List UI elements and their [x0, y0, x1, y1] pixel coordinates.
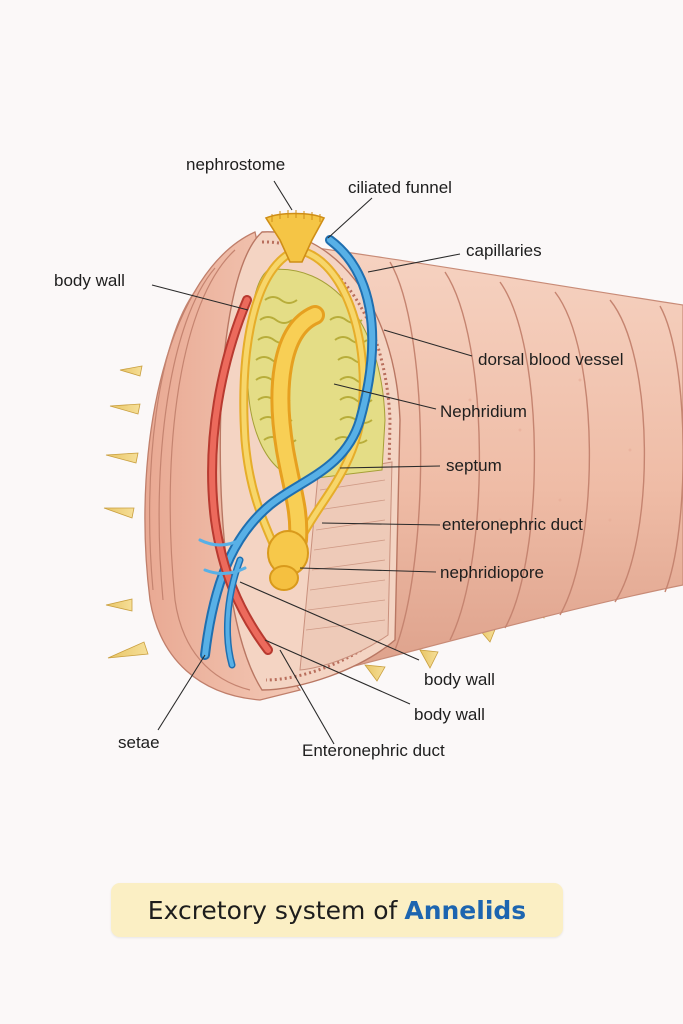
label-body-wall-top: body wall [54, 271, 125, 290]
label-nephridiopore: nephridiopore [440, 563, 544, 582]
leader-lines [151, 180, 473, 745]
label-ciliated-funnel: ciliated funnel [348, 178, 452, 197]
caption-text: Excretory system of [147, 895, 398, 925]
label-nephrostome: nephrostome [186, 155, 286, 174]
label-nephridium: Nephridium [440, 402, 527, 421]
label-capillaries: capillaries [466, 241, 542, 260]
blood-vessels [198, 235, 378, 669]
label-setae: setae [118, 733, 160, 752]
label-enteronephric-duct-2: Enteronephric duct [302, 741, 445, 760]
caption-highlight: Annelids [404, 895, 527, 925]
label-dorsal-blood-vessel: dorsal blood vessel [478, 350, 624, 369]
label-septum: septum [446, 456, 502, 475]
label-body-wall-2: body wall [414, 705, 485, 724]
nephrostome-funnel [264, 210, 326, 263]
caption-box: Excretory system of Annelids [111, 883, 563, 937]
label-enteronephric-duct: enteronephric duct [442, 515, 583, 534]
label-body-wall-1: body wall [424, 670, 495, 689]
